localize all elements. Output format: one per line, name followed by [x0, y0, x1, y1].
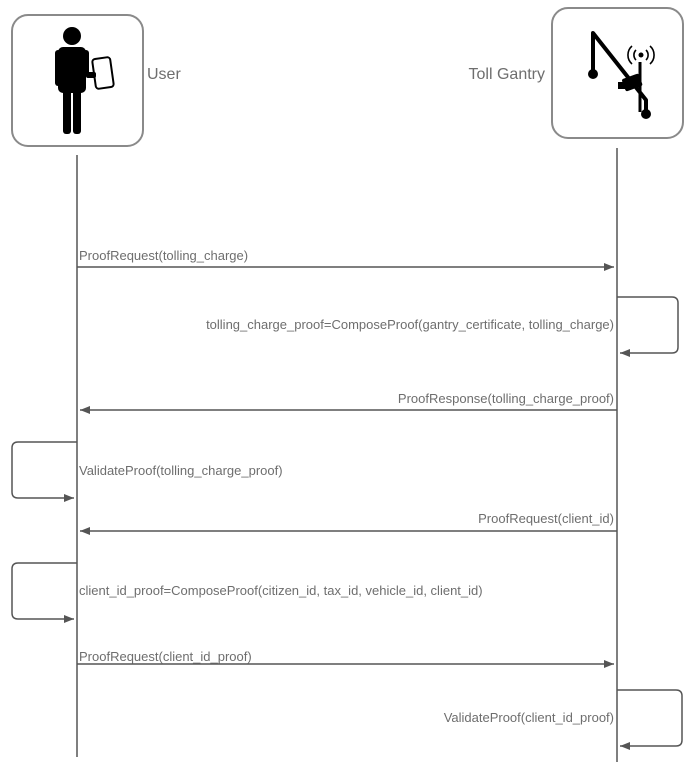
message-label: ProofRequest(client_id)	[478, 511, 614, 526]
message-proof-request-client-id-proof: ProofRequest(client_id_proof)	[77, 649, 614, 668]
actor-gantry: Toll Gantry	[469, 7, 684, 139]
actor-gantry-name: Toll Gantry	[469, 66, 545, 83]
message-compose-tolling-charge-proof: tolling_charge_proof=ComposeProof(gantry…	[206, 296, 679, 357]
message-label: tolling_charge_proof=ComposeProof(gantry…	[206, 317, 614, 332]
self-loop-arrow	[617, 296, 679, 357]
message-validate-client-id-proof: ValidateProof(client_id_proof)	[444, 689, 683, 750]
message-compose-client-id-proof: client_id_proof=ComposeProof(citizen_id,…	[11, 562, 483, 623]
message-label: ProofRequest(client_id_proof)	[79, 649, 252, 664]
message-validate-tolling-charge-proof: ValidateProof(tolling_charge_proof)	[11, 441, 283, 502]
message-label: ProofRequest(tolling_charge)	[79, 248, 248, 263]
message-label: client_id_proof=ComposeProof(citizen_id,…	[79, 583, 483, 598]
message-proof-request-client-id: ProofRequest(client_id)	[80, 511, 617, 535]
self-loop-arrow	[11, 441, 77, 502]
self-loop-arrow	[617, 689, 683, 750]
self-loop-arrow	[11, 562, 77, 623]
message-proof-response: ProofResponse(tolling_charge_proof)	[80, 391, 617, 414]
message-label: ValidateProof(tolling_charge_proof)	[79, 463, 283, 478]
toll-gantry-camera-icon	[588, 31, 655, 119]
message-label: ValidateProof(client_id_proof)	[444, 710, 614, 725]
actor-gantry-box	[551, 7, 684, 139]
message-label: ProofResponse(tolling_charge_proof)	[398, 391, 614, 406]
actor-user-name: User	[147, 66, 181, 83]
actor-user: User	[11, 14, 181, 147]
person-with-phone-icon	[55, 27, 115, 134]
message-proof-request-tolling-charge: ProofRequest(tolling_charge)	[77, 248, 614, 271]
